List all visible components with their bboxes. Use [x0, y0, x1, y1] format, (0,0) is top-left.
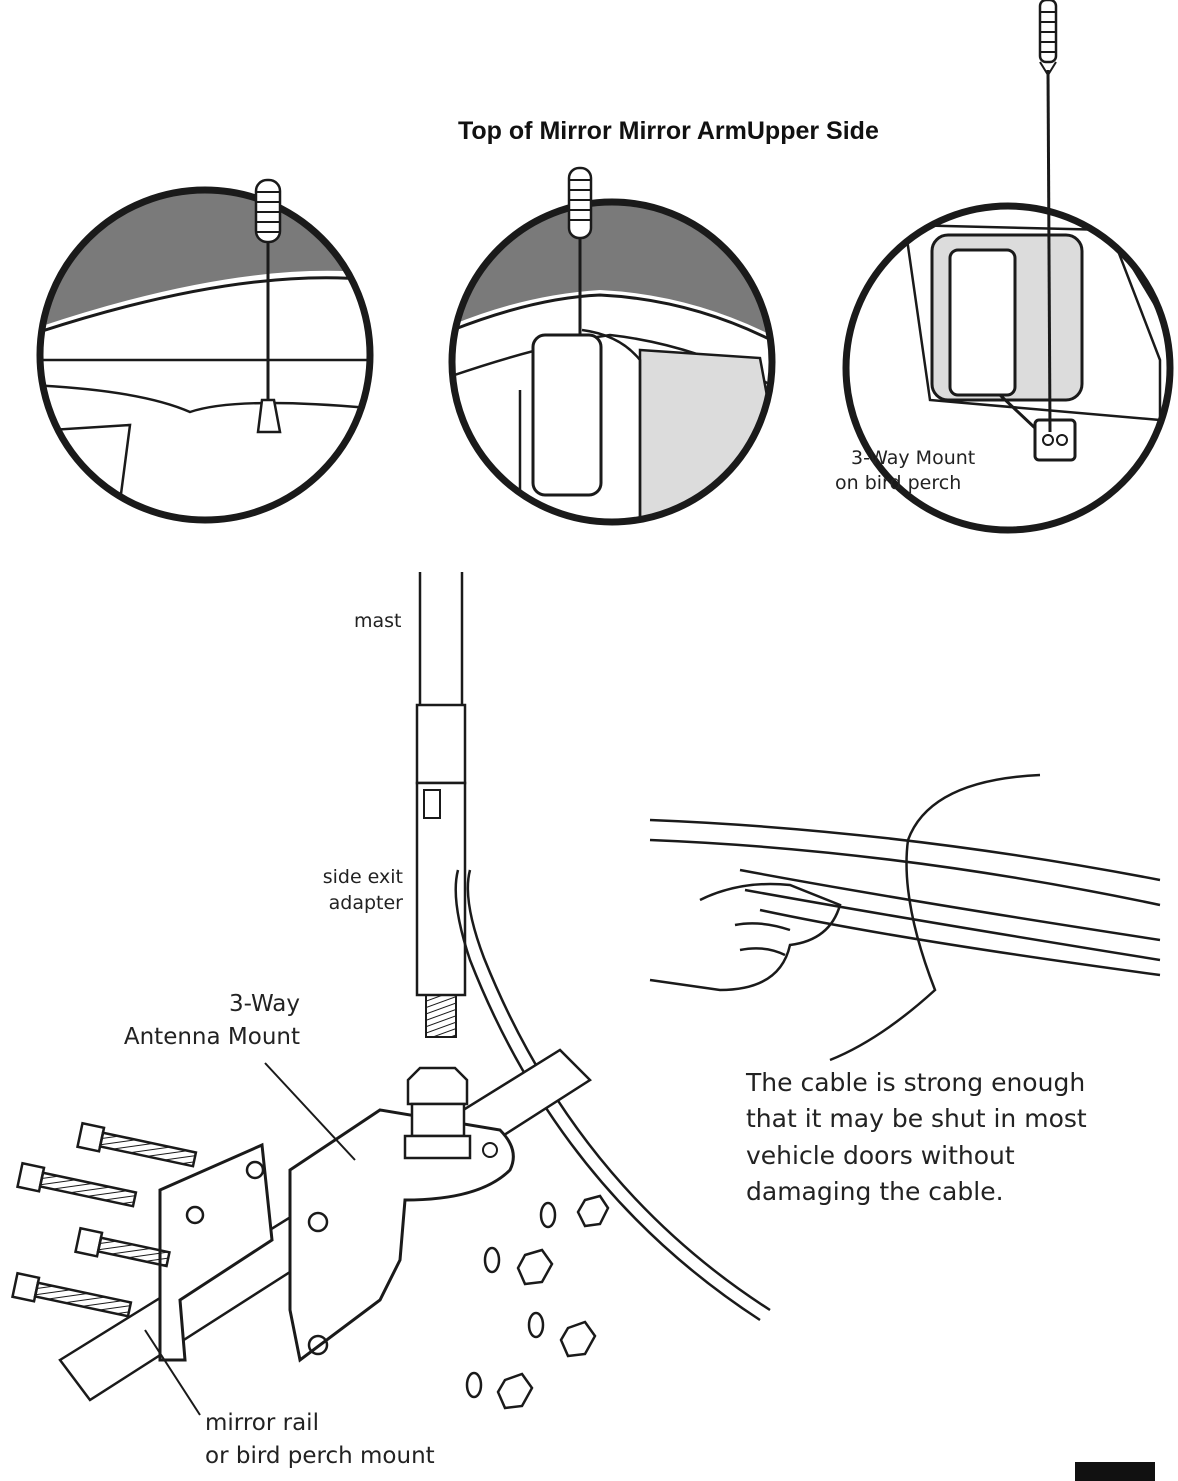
roof-detail-circle — [36, 178, 374, 524]
antenna-mount-label-line2: Antenna Mount — [123, 1024, 300, 1050]
mast-label: mast — [354, 610, 402, 632]
perch-mount-label-line1: 3-Way Mount — [851, 447, 976, 469]
perch-mount-label-line2: on bird perch — [835, 472, 962, 494]
callout-lines — [144, 1062, 356, 1416]
mirror-rail-label-line1: mirror rail — [205, 1410, 319, 1436]
mirror-rail-label-line2: or bird perch mount — [205, 1443, 435, 1469]
nuts-and-washers — [465, 1194, 610, 1410]
bolts — [11, 1121, 198, 1318]
antenna-mount-label-line1: 3-Way — [229, 991, 300, 1017]
door-seal-illustration — [649, 773, 1161, 1062]
cable-note: The cable is strong enough that it may b… — [746, 1068, 1087, 1206]
diagram-heading: Top of Mirror Mirror ArmUpper Side — [458, 117, 879, 145]
bird-perch-detail-circle — [842, 0, 1174, 534]
mount-bracket — [58, 1048, 592, 1402]
side-exit-adapter-label-line1: side exit — [322, 866, 403, 888]
side-exit-adapter-label-line2: adapter — [328, 892, 403, 914]
mast-and-adapter — [415, 572, 771, 1322]
mirror-top-detail-circle — [448, 166, 776, 526]
page-tab-mark — [1075, 1462, 1155, 1481]
